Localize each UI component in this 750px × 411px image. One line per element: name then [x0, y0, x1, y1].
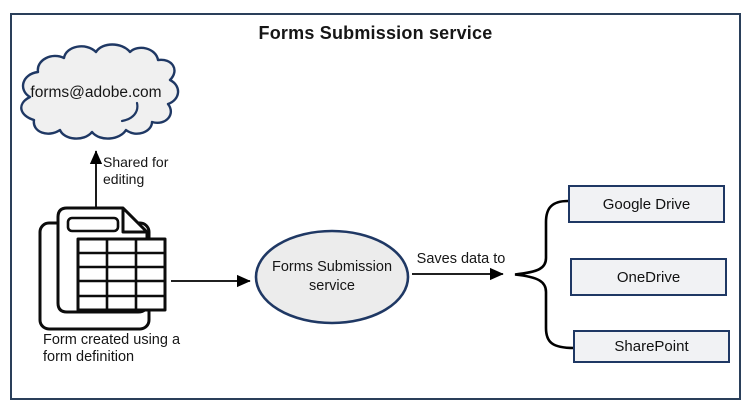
cloud-inner-curl: [120, 101, 139, 123]
sharepoint-label: SharePoint: [614, 338, 689, 355]
grouping-brace: [514, 199, 576, 350]
destination-box-google-drive: Google Drive: [568, 185, 725, 223]
service-ellipse: [254, 229, 410, 325]
service-ellipse-label: Forms Submission service: [271, 259, 393, 294]
table-grid: [76, 237, 167, 312]
onedrive-label: OneDrive: [616, 268, 681, 286]
google-drive-label: Google Drive: [602, 195, 691, 213]
diagram-title: Forms Submission service: [258, 23, 493, 43]
cloud-email-label: forms@adobe.com: [30, 84, 162, 101]
folded-corner: [121, 208, 147, 234]
cloud-shape: [20, 43, 180, 140]
form-document-icon: [38, 206, 167, 331]
diagram-frame: [10, 13, 741, 400]
shared-for-editing-label: Shared for editing: [103, 154, 169, 187]
saves-data-to-label: Saves data to: [416, 251, 506, 267]
destination-box-sharepoint: SharePoint: [573, 330, 730, 363]
form-caption: Form created using a form definition: [43, 332, 181, 365]
title-bar: [66, 216, 120, 233]
destination-box-onedrive: OneDrive: [570, 258, 727, 296]
